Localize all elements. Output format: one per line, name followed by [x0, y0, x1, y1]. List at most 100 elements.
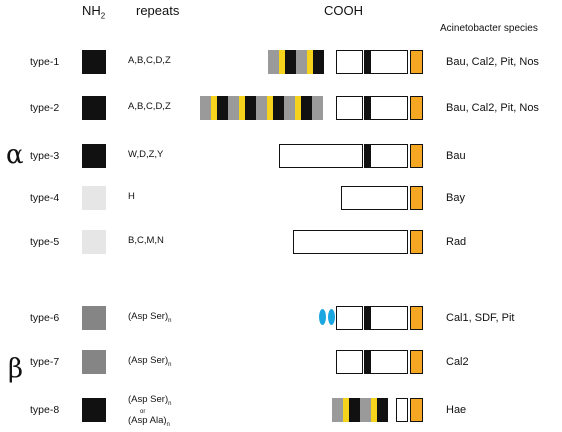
alpha-group-label: α — [6, 140, 24, 170]
protein-row-type-4: type-4 H Bay — [0, 186, 562, 210]
domain-long-box — [293, 230, 408, 254]
nh2-domain-square — [82, 230, 106, 254]
repeat-stripe-gray — [228, 96, 239, 120]
repeat-stripe-black — [217, 96, 228, 120]
repeat-stripe-black — [285, 50, 296, 74]
domain-orange-end — [410, 96, 423, 120]
protein-row-type-5: type-5 B,C,M,N Rad — [0, 230, 562, 254]
repeats-label: (Asp Ser)n — [128, 355, 172, 368]
repeat-stripe-black — [377, 398, 388, 422]
domain-orange-end — [410, 398, 423, 422]
domain-box — [336, 306, 363, 330]
repeat-stripe-yellow — [307, 50, 313, 74]
type-label: type-4 — [30, 192, 60, 204]
domain-architecture — [0, 398, 562, 422]
domain-box — [336, 96, 363, 120]
blue-ellipse-domain — [328, 309, 335, 325]
protein-row-type-7: type-7 (Asp Ser)n Cal2 — [0, 350, 562, 374]
domain-box — [370, 96, 408, 120]
domain-architecture — [0, 350, 562, 374]
species-label: Bau, Cal2, Pit, Nos — [446, 102, 539, 114]
type-label: type-2 — [30, 102, 60, 114]
domain-orange-end — [410, 306, 423, 330]
domain-black-bar — [364, 50, 371, 74]
repeats-label: H — [128, 191, 135, 202]
species-label: Hae — [446, 404, 467, 416]
repeat-stripe-gray — [268, 50, 279, 74]
repeat-stripe-black — [245, 96, 256, 120]
domain-black-bar — [364, 96, 371, 120]
nh2-domain-square — [82, 96, 106, 120]
domain-orange-end — [410, 144, 423, 168]
repeat-stripe-black — [273, 96, 284, 120]
repeats-label: A,B,C,D,Z — [128, 101, 171, 112]
domain-orange-end — [410, 230, 423, 254]
repeat-stripe-gray — [332, 398, 343, 422]
type-label: type-3 — [30, 150, 60, 162]
nh2-domain-square — [82, 398, 106, 422]
beta-group-label: β — [8, 354, 24, 384]
domain-black-bar — [364, 306, 371, 330]
domain-orange-end — [410, 186, 423, 210]
species-label: Cal2 — [446, 356, 469, 368]
domain-architecture — [0, 186, 562, 210]
domain-black-bar — [364, 144, 371, 168]
domain-architecture — [0, 306, 562, 330]
species-label: Bau — [446, 150, 466, 162]
species-header: Acinetobacter species — [440, 23, 538, 34]
repeat-stripe-yellow — [343, 398, 349, 422]
species-label: Bay — [446, 192, 465, 204]
repeat-stripe-gray — [296, 50, 307, 74]
domain-architecture — [0, 50, 562, 74]
nh2-header: NH2 — [82, 3, 105, 21]
nh2-domain-square — [82, 186, 106, 210]
domain-orange-end — [410, 350, 423, 374]
domain-orange-end — [410, 50, 423, 74]
domain-box — [336, 50, 363, 74]
domain-long-box — [279, 144, 363, 168]
repeat-stripe-gray — [360, 398, 371, 422]
repeat-stripe-black — [301, 96, 312, 120]
domain-box — [370, 306, 408, 330]
repeat-stripe-gray — [200, 96, 211, 120]
domain-architecture — [0, 144, 562, 168]
domain-box — [370, 144, 408, 168]
protein-row-type-2: type-2 A,B,C,D,Z Bau, Cal2, Pit, Nos — [0, 96, 562, 120]
species-label: Cal1, SDF, Pit — [446, 312, 515, 324]
repeat-stripe-black — [313, 50, 324, 74]
repeats-label: (Asp Ser)n — [128, 311, 172, 324]
nh2-domain-square — [82, 50, 106, 74]
nh2-domain-square — [82, 144, 106, 168]
repeat-stripe-gray — [284, 96, 295, 120]
nh2-header-text: NH — [82, 3, 101, 18]
domain-box — [370, 50, 408, 74]
repeat-stripe-yellow — [239, 96, 245, 120]
blue-ellipse-domain — [319, 309, 326, 325]
domain-box — [396, 398, 408, 422]
domain-box — [336, 350, 363, 374]
repeat-stripe-gray — [312, 96, 323, 120]
repeat-stripe-gray — [256, 96, 267, 120]
repeat-stripe-yellow — [279, 50, 285, 74]
type-label: type-7 — [30, 356, 60, 368]
repeats-header: repeats — [136, 3, 180, 18]
repeat-stripe-yellow — [267, 96, 273, 120]
repeat-stripe-yellow — [371, 398, 377, 422]
repeat-stripe-black — [349, 398, 360, 422]
type-label: type-5 — [30, 236, 60, 248]
domain-box — [341, 186, 408, 210]
domain-black-bar — [364, 350, 371, 374]
nh2-header-sub: 2 — [100, 11, 106, 21]
species-label: Bau, Cal2, Pit, Nos — [446, 56, 539, 68]
type-label: type-1 — [30, 56, 60, 68]
nh2-domain-square — [82, 350, 106, 374]
species-label: Rad — [446, 236, 467, 248]
repeat-stripe-yellow — [211, 96, 217, 120]
repeats-label: B,C,M,N — [128, 235, 164, 246]
cooh-header: COOH — [324, 3, 363, 18]
